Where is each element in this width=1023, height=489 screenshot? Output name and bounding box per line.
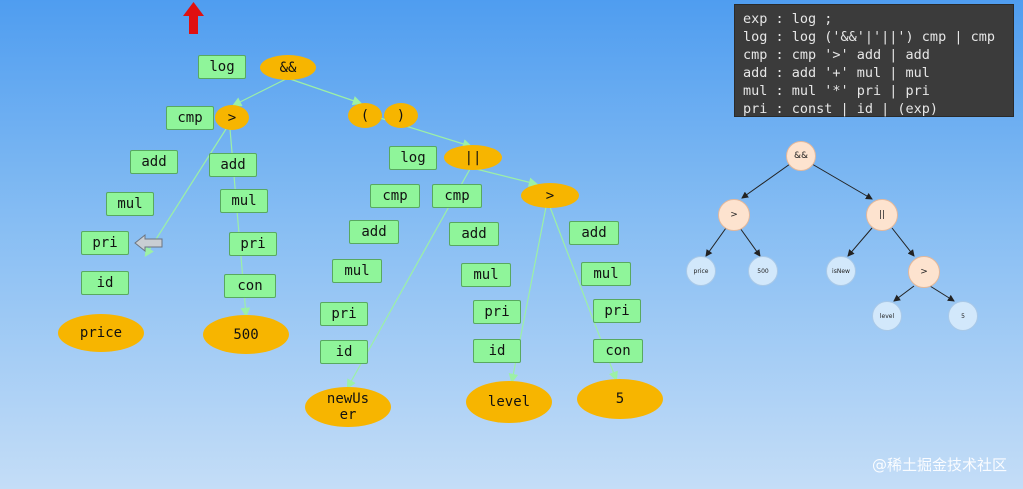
ast-node-isnew: isNew [826, 256, 856, 286]
node-add5: add [569, 221, 619, 245]
edge-or-gt2 [475, 168, 539, 187]
grammar-box: exp : log ; log : log ('&&'|'||') cmp | c… [734, 4, 1014, 117]
edge-and-gt1 [231, 78, 287, 107]
ast-edge-or-gt2 [891, 227, 915, 257]
ast-node-gt2: > [908, 256, 940, 288]
ast-edge-gt1-500 [739, 227, 761, 257]
watermark: @稀土掘金技术社区 [871, 456, 1007, 474]
node-price: price [58, 314, 144, 352]
grammar-line-2: log : log ('&&'|'||') cmp | cmp [743, 29, 995, 45]
ast-node-5: 5 [948, 301, 978, 331]
node-rparen: ) [384, 103, 418, 128]
grammar-line-5: mul : mul '*' pri | pri [743, 83, 930, 99]
node-con1: con [224, 274, 276, 298]
ast-node-gt1: > [718, 199, 750, 231]
ast-edge-or-isnew [847, 227, 873, 257]
ast-edge-and-gt1 [741, 163, 791, 199]
node-pri5: pri [593, 299, 641, 323]
node-or: || [444, 145, 502, 170]
ast-node-price: price [686, 256, 716, 286]
node-mul3: mul [332, 259, 382, 283]
grammar-line-3: cmp : cmp '>' add | add [743, 47, 930, 63]
node-id1: id [81, 271, 129, 295]
grammar-line-1: exp : log ; [743, 11, 833, 27]
node-cmp2: cmp [370, 184, 420, 208]
node-500: 500 [203, 315, 289, 354]
node-add4: add [449, 222, 499, 246]
node-mul2: mul [220, 189, 268, 213]
node-add2: add [209, 153, 257, 177]
node-add1: add [130, 150, 178, 174]
node-cmp1: cmp [166, 106, 214, 130]
node-lparen: ( [348, 103, 382, 128]
node-id3: id [473, 339, 521, 363]
ast-node-or: || [866, 199, 898, 231]
node-pri2: pri [229, 232, 277, 256]
node-gt1: > [215, 105, 249, 130]
node-log2: log [389, 146, 437, 170]
ast-edge-gt2-5 [929, 285, 955, 302]
node-mul5: mul [581, 262, 631, 286]
ast-node-500: 500 [748, 256, 778, 286]
node-newuser: newUs er [305, 387, 391, 427]
edge-gt1-price [144, 128, 227, 258]
ast-node-level: level [872, 301, 902, 331]
node-pri1: pri [81, 231, 129, 255]
ast-edge-and-or [811, 163, 873, 200]
grammar-line-6: pri : const | id | (exp) [743, 101, 939, 117]
left-arrow-icon [134, 233, 163, 253]
node-log1: log [198, 55, 246, 79]
up-arrow-icon [183, 2, 204, 34]
ast-node-and: && [786, 141, 816, 171]
ast-edge-gt1-price [705, 227, 727, 257]
node-gt2: > [521, 183, 579, 208]
node-con2: con [593, 339, 643, 363]
node-id2: id [320, 340, 368, 364]
grammar-line-4: add : add '+' mul | mul [743, 65, 930, 81]
edge-and-paren [289, 78, 363, 106]
node-and: && [260, 55, 316, 80]
ast-edge-gt2-level [893, 285, 915, 302]
node-5: 5 [577, 379, 663, 419]
node-pri3: pri [320, 302, 368, 326]
node-mul1: mul [106, 192, 154, 216]
node-cmp3: cmp [432, 184, 482, 208]
node-pri4: pri [473, 300, 521, 324]
node-mul4: mul [461, 263, 511, 287]
node-add3: add [349, 220, 399, 244]
node-level: level [466, 381, 552, 423]
